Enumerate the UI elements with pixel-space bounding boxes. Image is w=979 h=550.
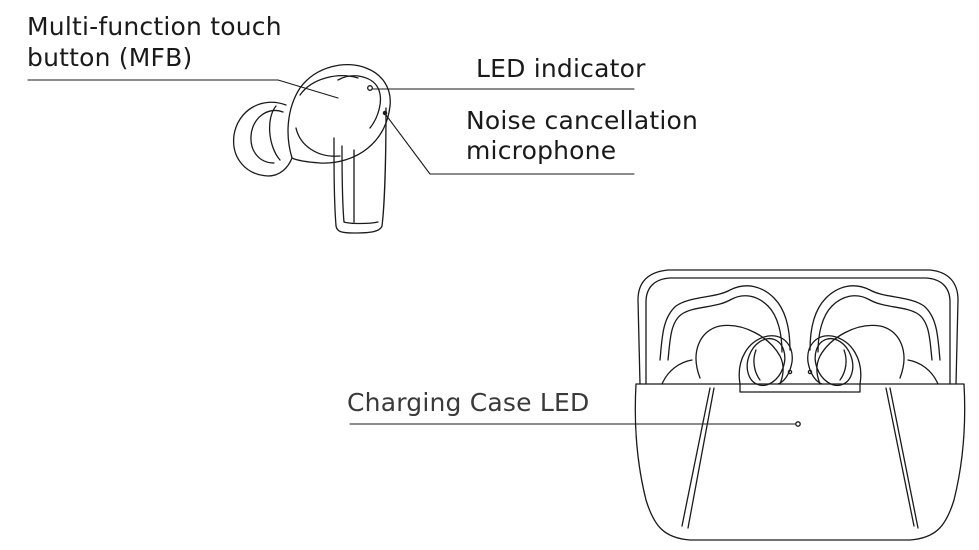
noise-mic-label-line1: Noise cancellation (466, 106, 699, 135)
case-base (634, 383, 966, 541)
noise-mic-label-line2: microphone (466, 136, 617, 165)
mfb-label-line1: Multi-function touch (27, 12, 282, 41)
earbud-body (287, 64, 391, 164)
earbud-stem (333, 107, 387, 234)
ear-tip (233, 101, 293, 177)
mic-dot (382, 110, 388, 116)
leader-lines-earbud (27, 79, 635, 175)
case-lid (637, 269, 959, 385)
earbud-illustration (233, 64, 391, 234)
led-dot (367, 85, 373, 91)
led-indicator-label: LED indicator (476, 54, 646, 83)
mfb-label-line2: button (MFB) (27, 43, 193, 72)
charging-case-led-label: Charging Case LED (347, 388, 590, 417)
case-led-dot (795, 421, 801, 427)
charging-case-illustration (634, 269, 966, 541)
mfb-leader (27, 79, 339, 99)
mic-leader (385, 114, 635, 175)
